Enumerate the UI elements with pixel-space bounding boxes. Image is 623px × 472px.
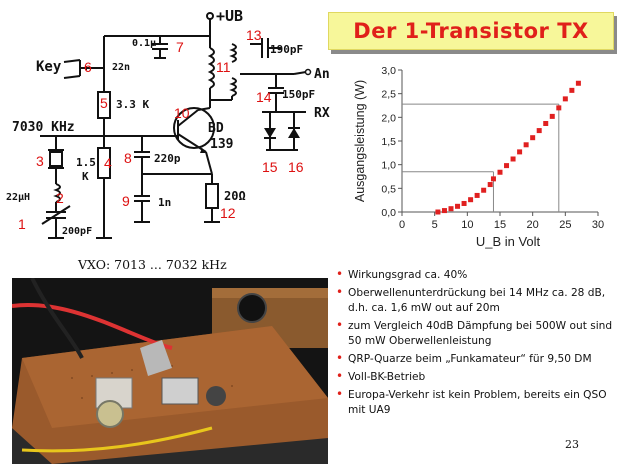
y-tick-label: 1,0 [381,160,396,172]
vxo-range-label: VXO: 7013 ... 7032 kHz [78,257,227,272]
feature-list: Wirkungsgrad ca. 40% Oberwellenunterdrüc… [336,267,618,421]
component-number-9: 9 [122,193,130,209]
data-point [523,142,529,148]
data-point [536,128,542,134]
data-point [474,192,480,198]
component-number-8: 8 [124,150,132,166]
y-tick-label: 3,0 [381,65,396,77]
res-33k-label: 3.3 K [116,98,149,111]
title-box: Der 1-Transistor TX [328,12,614,50]
list-item: Oberwellenunterdrückung bei 14 MHz ca. 2… [336,285,618,316]
list-item: Voll-BK-Betrieb [336,369,618,385]
y-axis-label: Ausgangsleistung (W) [353,80,367,202]
component-number-10: 10 [174,105,190,121]
data-point [504,163,510,169]
data-point [510,156,516,162]
data-point [569,87,575,93]
component-number-2: 2 [56,190,64,206]
y-tick-label: 2,0 [381,112,396,124]
data-point [487,182,493,188]
y-tick-label: 0,5 [381,183,396,195]
res-20ohm-label: 20Ω [224,189,246,203]
component-number-15: 15 [262,159,278,175]
list-item: zum Vergleich 40dB Dämpfung bei 500W out… [336,318,618,349]
component-number-14: 14 [256,89,272,105]
x-tick-label: 15 [494,219,506,231]
transmitter-schematic: +UB Key 7030 KHz Ant RX BD 139 0.1µ 22n … [6,7,330,239]
slide-title: Der 1-Transistor TX [353,19,589,43]
component-number-3: 3 [36,153,44,169]
cap-22n-label: 22n [112,62,130,73]
data-point [441,208,447,214]
x-tick-label: 10 [461,219,473,231]
y-tick-label: 2,5 [381,89,396,101]
data-point [481,187,487,193]
frequency-label: 7030 KHz [12,120,75,135]
output-power-chart: 0 5 10 15 20 25 30 0,0 0,5 1,0 1,5 2,0 2,5 3,0U_B in … [353,65,604,249]
x-tick-label: 25 [559,219,571,231]
component-number-13: 13 [246,27,262,43]
data-point [461,200,467,206]
list-item: Europa-Verkehr ist kein Problem, bereits… [336,387,618,418]
inductor-22uh-label: 22µH [6,192,30,203]
data-point [448,206,454,212]
data-point [530,135,536,141]
cap-200p-label: 200pF [62,226,92,237]
cap-01u-label: 0.1µ [132,38,156,49]
x-tick-label: 20 [527,219,539,231]
list-item: Wirkungsgrad ca. 40% [336,267,618,283]
transistor-type-label: BD [208,121,224,136]
chart-plot-area: 0 5 10 15 20 25 30 0,0 0,5 1,0 1,5 2,0 2,5 3,0U_B in … [353,65,604,249]
cap-150p-label: 150pF [282,88,315,101]
component-number-1: 1 [18,216,26,232]
component-number-4: 4 [104,155,112,171]
data-point [435,209,441,215]
cap-1n-label: 1n [158,196,171,209]
res-15k-label-a: 1.5 [76,156,96,169]
antenna-label: Ant [314,67,330,82]
data-point [497,169,503,175]
transistor-number-label: 139 [210,137,233,152]
cap-220p-label: 220p [154,152,181,165]
x-tick-label: 0 [399,219,405,231]
supply-label: +UB [216,7,243,25]
data-point [556,105,562,111]
component-number-11: 11 [216,59,231,75]
x-tick-label: 30 [592,219,604,231]
rx-label: RX [314,106,330,121]
res-15k-label-b: K [82,170,89,183]
data-point [562,96,568,102]
y-tick-label: 0,0 [381,207,396,219]
component-number-12: 12 [220,205,236,221]
cap-190p-label: 190pF [270,43,303,56]
page-number: 23 [565,438,579,451]
data-point [575,80,581,86]
data-point [549,113,555,119]
data-point [517,149,523,155]
list-item: QRP-Quarze beim „Funkamateur“ für 9,50 D… [336,351,618,367]
data-point [468,197,474,203]
component-number-5: 5 [100,95,108,111]
x-axis-label: U_B in Volt [476,234,541,249]
data-point [455,203,461,209]
component-number-6: 6 [84,59,92,75]
circuit-board-photo [12,278,328,464]
x-tick-label: 5 [432,219,438,231]
key-label: Key [36,59,62,75]
data-point [490,176,496,182]
component-number-16: 16 [288,159,304,175]
schematic-wires [40,12,312,239]
component-number-7: 7 [176,39,184,55]
data-point [543,120,549,126]
y-tick-label: 1,5 [381,136,396,148]
